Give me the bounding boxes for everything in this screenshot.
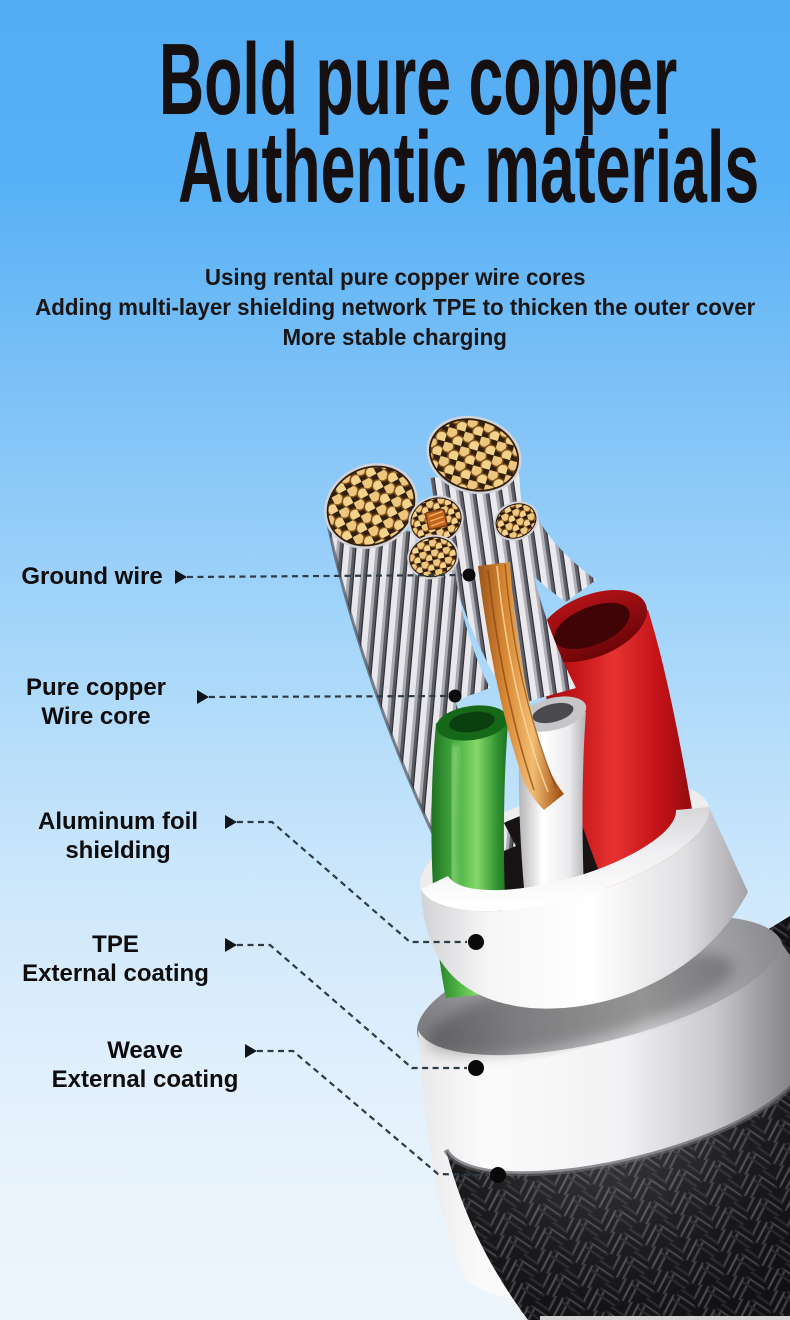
- label-ground-wire-text: Ground wire: [21, 563, 163, 590]
- pure-copper-arrow-icon: [197, 690, 209, 704]
- weave-coating: [443, 1084, 790, 1320]
- pointer-dots: [448, 568, 506, 1183]
- aluminum-foil-arrow-icon: [225, 815, 237, 829]
- label-aluminum-foil-line-1: Aluminum foil: [38, 808, 198, 835]
- page-subtitle: Using rental pure copper wire cores Addi…: [0, 262, 790, 352]
- aluminum-foil-pointer-line: [237, 820, 467, 944]
- subtitle-line-1: Using rental pure copper wire cores: [204, 264, 586, 290]
- label-weave: Weave External coating: [36, 1036, 254, 1094]
- mid-upper-bundle-face: [408, 495, 464, 545]
- aluminum-foil-target-dot: [468, 934, 484, 950]
- weave-target-dot: [490, 1167, 506, 1183]
- label-aluminum-foil: Aluminum foil shielding: [18, 807, 218, 865]
- ground-wire-target-dot: [462, 568, 476, 582]
- bundle-cut-faces: [324, 415, 539, 580]
- label-weave-line-2: External coating: [51, 1066, 239, 1093]
- weave-arrow-icon: [245, 1044, 257, 1058]
- label-pure-copper: Pure copper Wire core: [6, 673, 186, 731]
- tpe-arrow-icon: [225, 938, 237, 952]
- label-pure-copper-line-1: Pure copper: [25, 674, 167, 701]
- ground-wire-pointer-line: [186, 573, 463, 579]
- bottom-edge-strip: [540, 1316, 790, 1320]
- aluminum-foil-front: [421, 807, 748, 1009]
- right-bundle-face: [493, 501, 539, 541]
- label-weave-line-1: Weave: [107, 1037, 183, 1064]
- mid-lower-bundle-face: [407, 534, 459, 580]
- pure-copper-target-dot: [448, 689, 462, 703]
- copper-foil-strip: [478, 562, 564, 810]
- title-line-1: Bold pure copper: [158, 24, 678, 136]
- page-title: Bold pure copper Authentic materials: [0, 24, 790, 224]
- ground-bundle-face: [324, 463, 418, 549]
- pure-copper-pointer-line: [208, 694, 449, 699]
- weave-pointer-line: [257, 1049, 490, 1177]
- subtitle-line-3: More stable charging: [282, 324, 508, 350]
- label-tpe-line-2: External coating: [22, 960, 209, 987]
- label-tpe-line-1: TPE: [92, 931, 139, 958]
- label-tpe: TPE External coating: [8, 930, 223, 988]
- label-ground-wire: Ground wire: [6, 562, 178, 591]
- label-pure-copper-line-2: Wire core: [41, 703, 151, 730]
- pointer-lines: [186, 573, 490, 1177]
- top-bundle-face: [426, 415, 522, 495]
- label-aluminum-foil-line-2: shielding: [65, 837, 171, 864]
- subtitle-line-2: Adding multi-layer shielding network TPE…: [34, 294, 756, 320]
- tpe-target-dot: [468, 1060, 484, 1076]
- title-line-2: Authentic materials: [178, 112, 760, 224]
- pointer-arrows: [175, 570, 257, 1058]
- ground-wire-arrow-icon: [175, 570, 187, 584]
- tpe-pointer-line: [237, 943, 467, 1070]
- mid-lower-bundle: [412, 570, 490, 702]
